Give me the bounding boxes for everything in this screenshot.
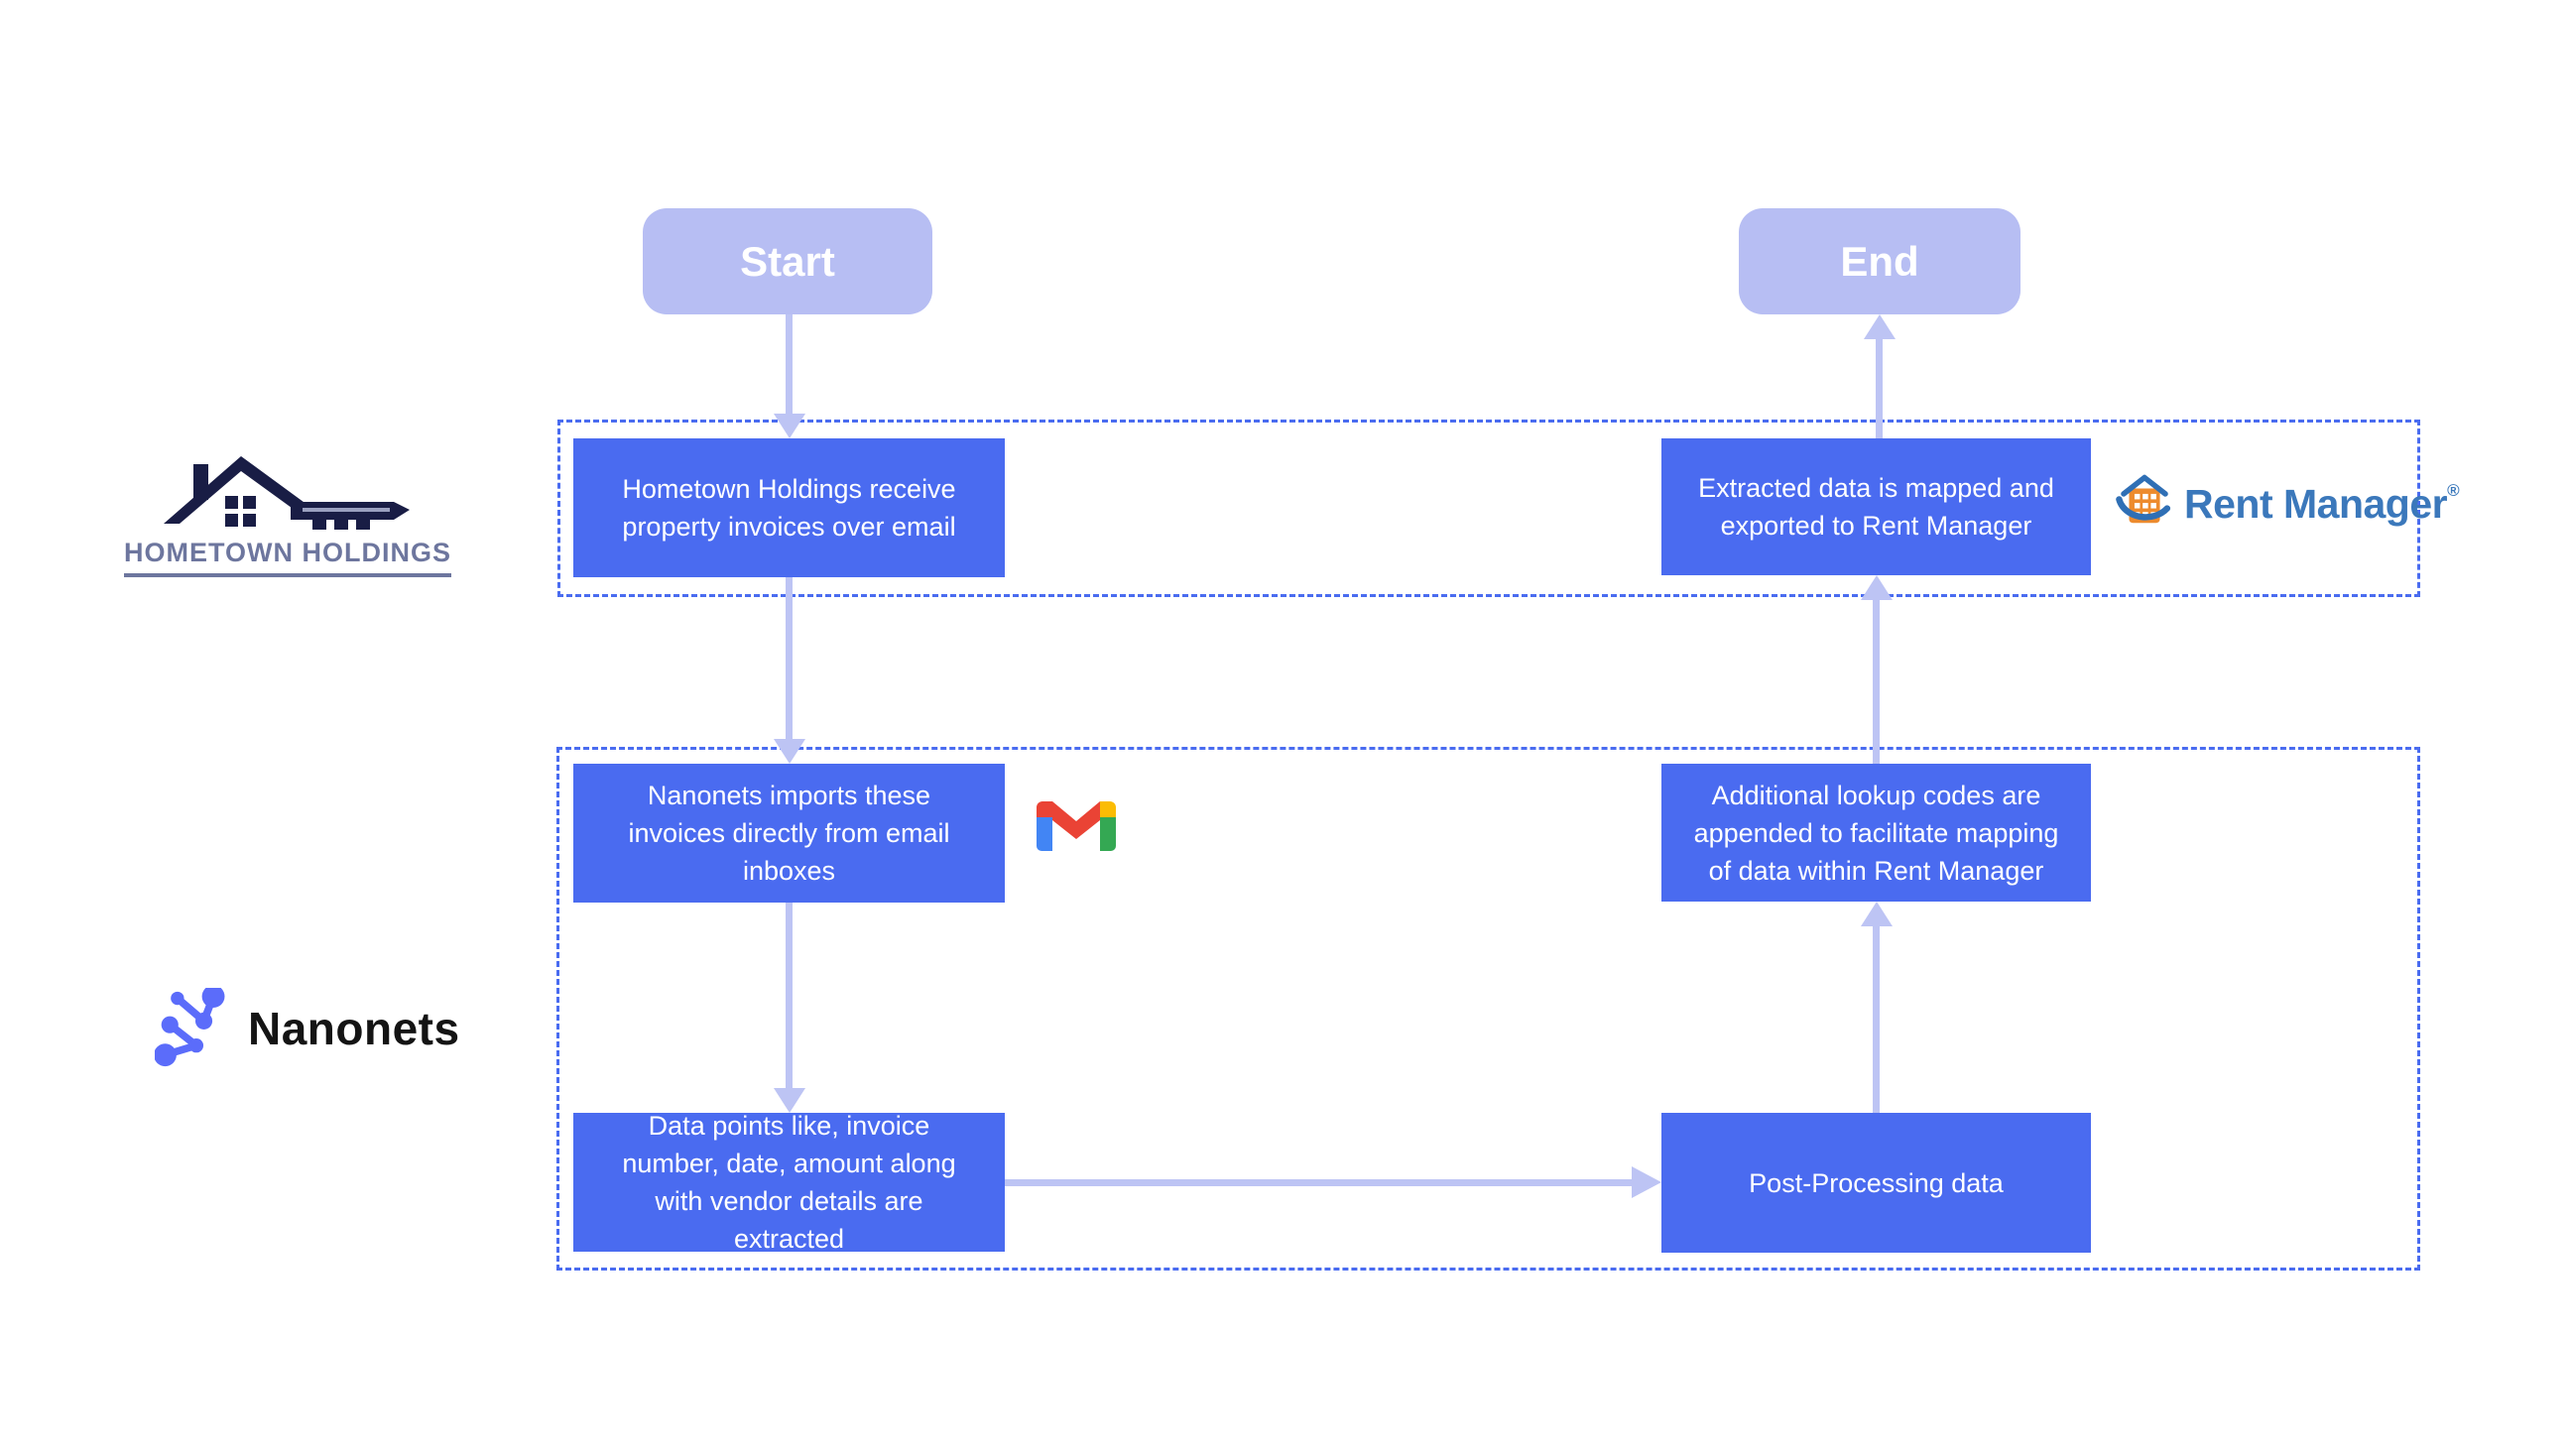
- arrow-line: [1873, 598, 1880, 764]
- lane-hometown-holdings: [557, 420, 2420, 597]
- arrow-line: [786, 314, 793, 417]
- node-extract-data: Data points like, invoice number, date, …: [573, 1111, 1005, 1254]
- rent-manager-logo: Rent Manager®: [2113, 472, 2460, 536]
- node-export-rent-manager: Extracted data is mapped and exported to…: [1661, 438, 2091, 575]
- nanonets-wordmark: Nanonets: [248, 1003, 460, 1054]
- rent-manager-wordmark: Rent Manager®: [2184, 480, 2460, 528]
- end-terminal: End: [1739, 208, 2020, 314]
- arrow-line: [1876, 337, 1883, 438]
- arrow-head-up-icon: [1864, 314, 1896, 339]
- node-post-processing: Post-Processing data: [1661, 1113, 2091, 1253]
- node-lookup-codes-label: Additional lookup codes are appended to …: [1693, 780, 2059, 886]
- arrow-head-down-icon: [774, 414, 805, 438]
- arrow-line: [1873, 924, 1880, 1113]
- house-building-icon: [2116, 474, 2171, 524]
- hometown-holdings-logo: HOMETOWN HOLDINGS: [124, 454, 451, 577]
- node-import-invoices: Nanonets imports these invoices directly…: [573, 764, 1005, 903]
- rent-manager-name: Rent Manager: [2184, 480, 2448, 527]
- node-lookup-codes: Additional lookup codes are appended to …: [1661, 764, 2091, 902]
- gmail-icon: [1037, 795, 1116, 862]
- start-terminal: Start: [643, 208, 932, 314]
- arrow-head-down-icon: [774, 739, 805, 764]
- gmail-m-icon: [1037, 801, 1116, 851]
- lane-nanonets: [556, 747, 2420, 1271]
- arrow-head-up-icon: [1861, 902, 1893, 926]
- arrow-line: [786, 903, 793, 1089]
- node-extract-data-label: Data points like, invoice number, date, …: [622, 1111, 956, 1254]
- network-n-icon: [155, 988, 225, 1067]
- node-post-processing-label: Post-Processing data: [1749, 1167, 2004, 1198]
- arrow-head-down-icon: [774, 1088, 805, 1113]
- node-import-invoices-label: Nanonets imports these invoices directly…: [628, 781, 950, 886]
- registered-mark: ®: [2447, 480, 2460, 500]
- house-key-icon: [164, 456, 410, 530]
- arrow-head-up-icon: [1861, 575, 1893, 600]
- nanonets-logo: Nanonets: [155, 988, 460, 1069]
- arrow-line: [1005, 1179, 1632, 1186]
- end-label: End: [1840, 237, 1919, 285]
- node-receive-invoices-label: Hometown Holdings receive property invoi…: [622, 474, 956, 542]
- start-label: Start: [740, 237, 835, 285]
- hometown-holdings-wordmark: HOMETOWN HOLDINGS: [124, 538, 451, 577]
- arrow-line: [786, 577, 793, 740]
- node-receive-invoices: Hometown Holdings receive property invoi…: [573, 438, 1005, 577]
- arrow-head-right-icon: [1632, 1166, 1661, 1198]
- node-export-rent-manager-label: Extracted data is mapped and exported to…: [1698, 473, 2054, 541]
